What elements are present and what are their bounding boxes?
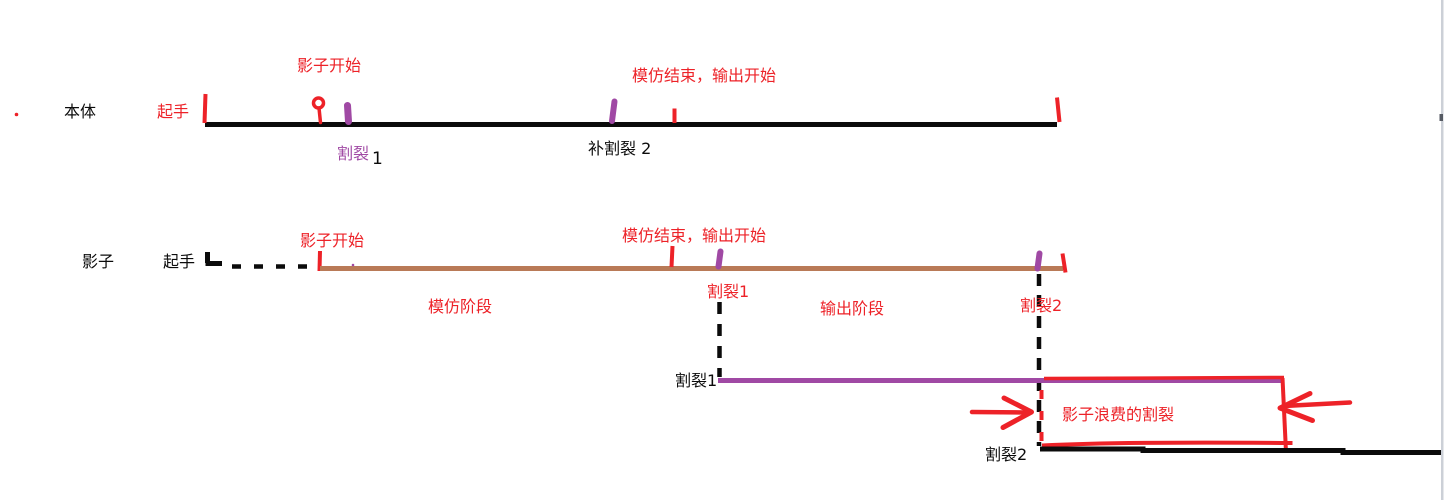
wasted-box-right-edge	[1280, 377, 1288, 453]
arrow-left-shaft	[1281, 400, 1353, 409]
shadow-end-tick	[1060, 253, 1068, 273]
main-shadow-start-label: 影子开始	[297, 56, 362, 75]
stray-red-dot	[14, 112, 19, 117]
shadow-imitate-end-label: 模仿结束，输出开始	[622, 226, 767, 245]
right-edge-mark	[1439, 114, 1443, 121]
shadow-timeline-label: 影子	[82, 252, 115, 271]
main-split1-number: 1	[372, 149, 383, 169]
shadow-start-label: 起手	[163, 252, 196, 271]
shadow-split2-label: 割裂2	[1020, 296, 1063, 315]
shadow-start-corner	[205, 252, 222, 266]
main-split2-marker	[609, 98, 618, 124]
arrow-right-shaft	[969, 409, 1028, 415]
stray-purple-dot	[351, 263, 355, 267]
split2-baseline	[1040, 446, 1443, 455]
shadow-shadow-start-label: 影子开始	[300, 231, 365, 250]
shadow-output-phase-label: 输出阶段	[820, 299, 885, 318]
canvas-right-edge	[1441, 0, 1444, 500]
arrow-left-head	[1277, 391, 1315, 423]
arrow-right-head	[1000, 395, 1034, 430]
main-split1-marker	[344, 102, 352, 125]
main-start-label: 起手	[157, 102, 190, 121]
shadow-split2-marker	[1034, 250, 1043, 272]
main-imitate-end-label: 模仿结束，输出开始	[632, 66, 777, 85]
shadow-imitate-phase-label: 模仿阶段	[428, 297, 493, 316]
main-shadow-start-pin-tail	[317, 106, 323, 125]
main-start-tick	[202, 93, 208, 124]
main-split1-label: 割裂	[337, 144, 370, 163]
shadow-split1-label: 割裂1	[707, 282, 750, 301]
main-end-tick	[1055, 97, 1062, 123]
wasted-box-top-edge	[1043, 375, 1285, 381]
shadow-split1-marker	[715, 248, 724, 270]
wasted-box-bottom-edge	[1041, 440, 1293, 448]
shadow-start-tick	[317, 250, 322, 272]
detail-wasted-label: 影子浪费的割裂	[1062, 405, 1175, 424]
detail-split1-label: 割裂1	[675, 371, 718, 390]
main-timeline-label: 本体	[64, 102, 97, 121]
shadow-imitate-end-tick	[669, 245, 675, 268]
detail-split2-label: 割裂2	[985, 445, 1028, 464]
main-patch-split2-label: 补割裂 2	[588, 139, 652, 158]
